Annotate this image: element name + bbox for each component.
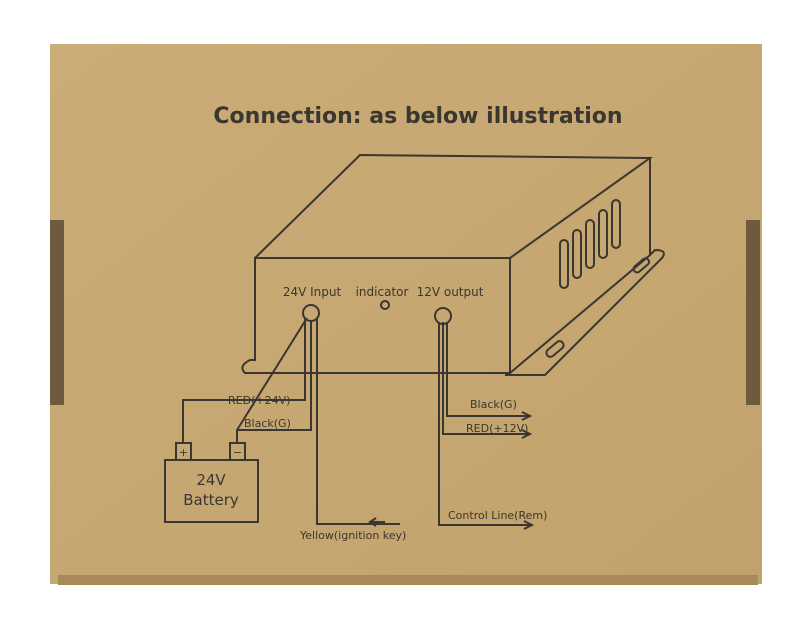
battery: + − 24V Battery xyxy=(164,442,259,523)
converter-device: 24V Input indicator 12V output xyxy=(241,153,665,376)
red-output-wire-label: RED(+12V) xyxy=(466,422,528,435)
battery-label: Battery xyxy=(183,491,239,509)
input-wires: RED(+24V) Black(G) Yellow(ignition key) xyxy=(182,317,406,542)
battery-plus-terminal: + xyxy=(179,446,188,459)
output-wires: Black(G) RED(+12V) Control Line(Rem) xyxy=(438,322,547,530)
battery-voltage-label: 24V xyxy=(196,471,226,489)
battery-minus-terminal: − xyxy=(233,446,242,459)
output-label: 12V output xyxy=(417,285,484,299)
indicator-led-icon xyxy=(380,300,390,310)
control-line-label: Control Line(Rem) xyxy=(448,509,547,522)
input-label: 24V Input xyxy=(283,285,342,299)
page-title: Connection: as below illustration xyxy=(213,104,622,129)
vent-slots-icon xyxy=(559,199,621,289)
black-input-wire-label: Black(G) xyxy=(244,417,291,430)
indicator-label: indicator xyxy=(356,285,409,299)
cardboard-box xyxy=(50,44,762,585)
black-output-wire-label: Black(G) xyxy=(470,398,517,411)
red-input-wire-label: RED(+24V) xyxy=(228,394,290,407)
yellow-wire-label: Yellow(ignition key) xyxy=(299,529,406,542)
